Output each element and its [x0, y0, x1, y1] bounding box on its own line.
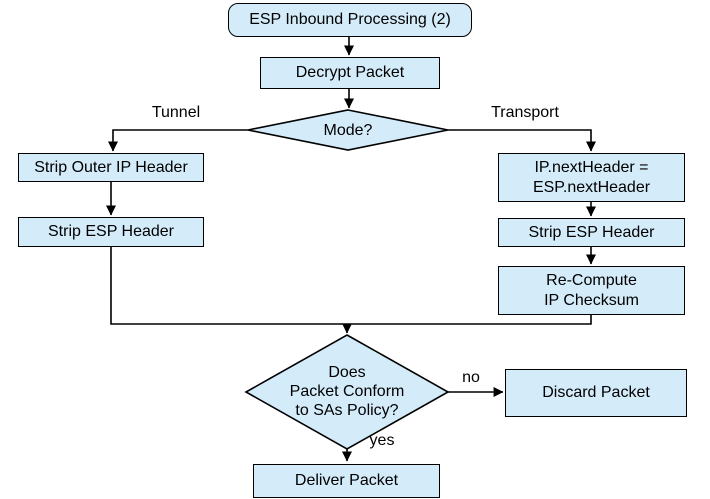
node-discard-packet: Discard Packet: [505, 369, 687, 417]
edge-label-tunnel: Tunnel: [151, 104, 201, 121]
node-label-line3: to SAs Policy?: [295, 401, 399, 419]
node-policy-decision-label: Does Packet Conform to SAs Policy?: [262, 361, 432, 421]
node-strip-esp-header-transport: Strip ESP Header: [498, 218, 685, 247]
edge-mode-transport: [448, 129, 596, 152]
node-label: ESP Inbound Processing (2): [249, 11, 451, 28]
node-label: Decrypt Packet: [295, 64, 405, 81]
mode-diamond-shape: [247, 109, 449, 151]
node-label-line2: IP Checksum: [544, 291, 639, 309]
node-label: Deliver Packet: [294, 472, 399, 489]
node-label-line2: ESP.nextHeader: [532, 178, 651, 196]
edge-label-no: no: [462, 369, 480, 386]
node-label-line1: Re-Compute: [546, 271, 637, 289]
node-label: Strip ESP Header: [48, 223, 174, 240]
node-decrypt-packet: Decrypt Packet: [260, 57, 440, 89]
edge-label-transport: Transport: [491, 104, 559, 121]
node-recompute-ip-checksum: Re-Compute IP Checksum: [498, 266, 685, 315]
node-label: Strip Outer IP Header: [34, 158, 188, 176]
node-strip-outer-ip-header: Strip Outer IP Header: [18, 153, 204, 182]
node-label-line1: IP.nextHeader =: [534, 158, 649, 176]
node-label: Mode?: [323, 121, 373, 139]
node-strip-esp-header-tunnel: Strip ESP Header: [18, 217, 204, 247]
node-label-line1: Does: [328, 363, 366, 381]
policy-diamond-shape: [244, 334, 450, 450]
node-esp-inbound-processing: ESP Inbound Processing (2): [228, 3, 472, 37]
node-deliver-packet: Deliver Packet: [253, 464, 440, 498]
node-ip-nextheader-assignment: IP.nextHeader = ESP.nextHeader: [498, 153, 685, 202]
node-label: Strip ESP Header: [528, 223, 655, 241]
edge-label-yes: yes: [369, 432, 395, 449]
node-label-line2: Packet Conform: [289, 382, 405, 400]
edge-mode-tunnel: [108, 129, 248, 152]
node-label: Discard Packet: [542, 384, 650, 401]
node-mode-decision-label: Mode?: [288, 120, 408, 140]
